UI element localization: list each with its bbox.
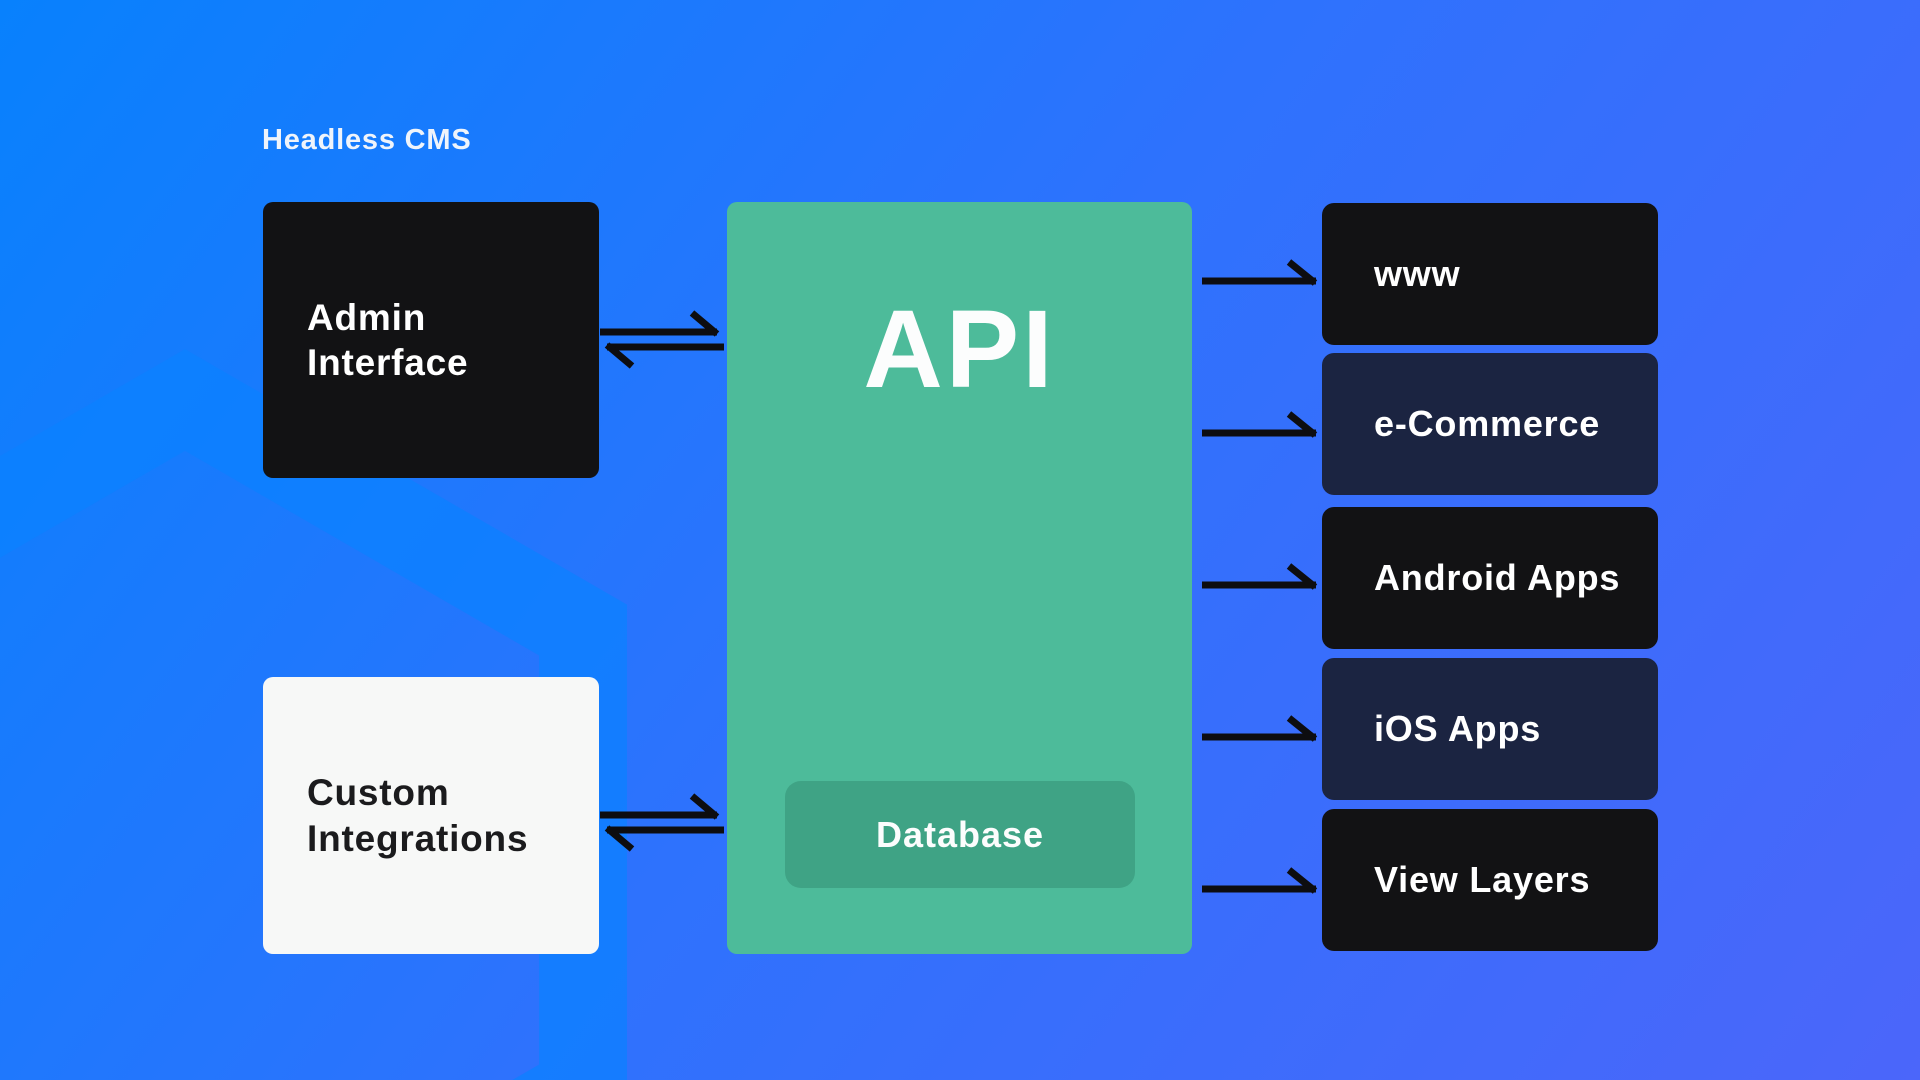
arrow-api-www-icon bbox=[1202, 259, 1318, 286]
diagram-title: Headless CMS bbox=[262, 124, 472, 156]
arrow-api-ios-icon bbox=[1202, 715, 1318, 742]
arrow-api-ecommerce-icon bbox=[1202, 411, 1318, 438]
node-ios-apps-label: iOS Apps bbox=[1374, 708, 1542, 749]
node-database: Database bbox=[785, 781, 1135, 888]
node-android-apps: Android Apps bbox=[1322, 507, 1658, 649]
node-ios-apps: iOS Apps bbox=[1322, 658, 1658, 800]
node-view-layers: View Layers bbox=[1322, 809, 1658, 951]
node-database-label: Database bbox=[875, 813, 1045, 855]
arrow-api-android-icon bbox=[1202, 563, 1318, 590]
node-custom-integrations: Custom Integrations bbox=[263, 677, 599, 954]
node-android-apps-label: Android Apps bbox=[1374, 557, 1621, 598]
node-view-layers-label: View Layers bbox=[1374, 859, 1591, 900]
node-www: www bbox=[1322, 203, 1658, 345]
node-e-commerce-label: e-Commerce bbox=[1374, 403, 1601, 444]
arrow-api-viewlayers-icon bbox=[1202, 867, 1318, 894]
node-admin-interface-label: Admin Interface bbox=[307, 296, 469, 383]
arrow-custom-api-icon bbox=[600, 793, 724, 852]
node-www-label: www bbox=[1374, 253, 1461, 294]
node-api-label: API bbox=[863, 288, 1056, 411]
node-custom-integrations-label: Custom Integrations bbox=[307, 772, 529, 859]
node-admin-interface: Admin Interface bbox=[263, 202, 599, 478]
arrow-admin-api-icon bbox=[600, 310, 724, 369]
node-e-commerce: e-Commerce bbox=[1322, 353, 1658, 495]
